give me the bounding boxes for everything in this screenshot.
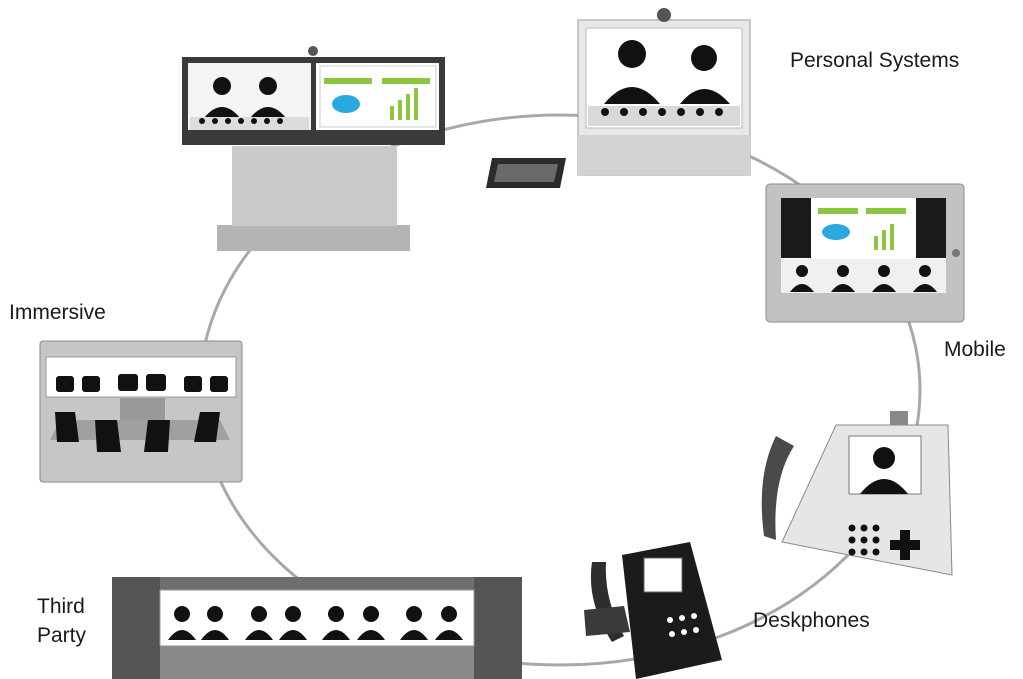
- label-personal-systems: Personal Systems: [790, 49, 960, 72]
- label-third-party-line1: Third: [37, 595, 85, 618]
- label-third-party-line2: Party: [37, 624, 87, 647]
- telepresence-pedestal-device: [182, 46, 445, 251]
- personal-desktop-device: [486, 8, 751, 188]
- ip-deskphone-device: [584, 542, 722, 679]
- immersive-room-device: [39, 340, 243, 483]
- label-third-party: Third Party: [37, 592, 86, 650]
- label-mobile: Mobile: [944, 338, 1006, 361]
- label-deskphones: Deskphones: [753, 609, 870, 632]
- video-deskphone-device: [761, 411, 953, 576]
- mobile-tablet-device: [765, 183, 965, 323]
- label-immersive: Immersive: [9, 301, 106, 324]
- third-party-telepresence-device: [112, 577, 522, 679]
